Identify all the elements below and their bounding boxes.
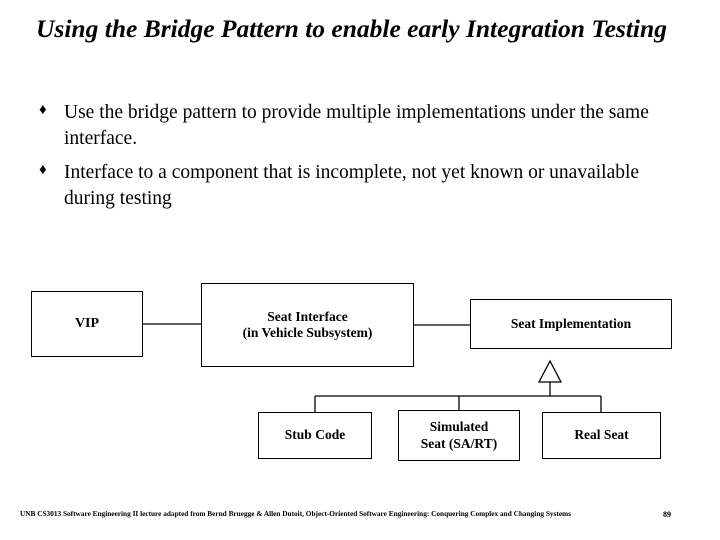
diagram-box-stub-code: Stub Code <box>258 412 372 459</box>
list-item-text: Use the bridge pattern to provide multip… <box>64 102 649 149</box>
slide-footer: UNB CS3013 Software Engineering II lectu… <box>20 509 571 518</box>
page-title: Using the Bridge Pattern to enable early… <box>36 14 667 43</box>
diagram-box-simulated-seat: Simulated Seat (SA/RT) <box>398 410 520 461</box>
diagram-box-label-line2: Seat (SA/RT) <box>420 435 498 451</box>
diagram-box-seat-implementation: Seat Implementation <box>470 299 672 349</box>
diagram-box-label: VIP <box>74 316 100 332</box>
list-item-text: Interface to a component that is incompl… <box>64 162 640 210</box>
bullet-list: ♦ Use the bridge pattern to provide mult… <box>36 100 676 221</box>
list-item: ♦ Use the bridge pattern to provide mult… <box>36 100 676 151</box>
diagram-box-label: Seat Interface (in Vehicle Subsystem) <box>243 309 373 342</box>
diagram-box-vip: VIP <box>31 291 143 357</box>
diagram-box-label-line2: (in Vehicle Subsystem) <box>242 325 373 340</box>
diagram-box-label: Stub Code <box>284 427 346 443</box>
bullet-marker-icon: ♦ <box>39 162 47 179</box>
diagram-box-label: Seat Implementation <box>510 315 632 331</box>
diagram-box-label-line1: Simulated <box>429 419 489 435</box>
list-item: ♦ Interface to a component that is incom… <box>36 160 676 211</box>
page-number: 89 <box>663 510 671 519</box>
bullet-marker-icon: ♦ <box>39 102 47 118</box>
diagram-box-label: Simulated Seat (SA/RT) <box>421 419 497 452</box>
diagram-box-label: Real Seat <box>574 427 629 443</box>
diagram-box-real-seat: Real Seat <box>542 412 661 459</box>
diagram-box-seat-interface: Seat Interface (in Vehicle Subsystem) <box>201 283 414 367</box>
diagram-box-label-line1: Seat Interface <box>267 308 348 324</box>
